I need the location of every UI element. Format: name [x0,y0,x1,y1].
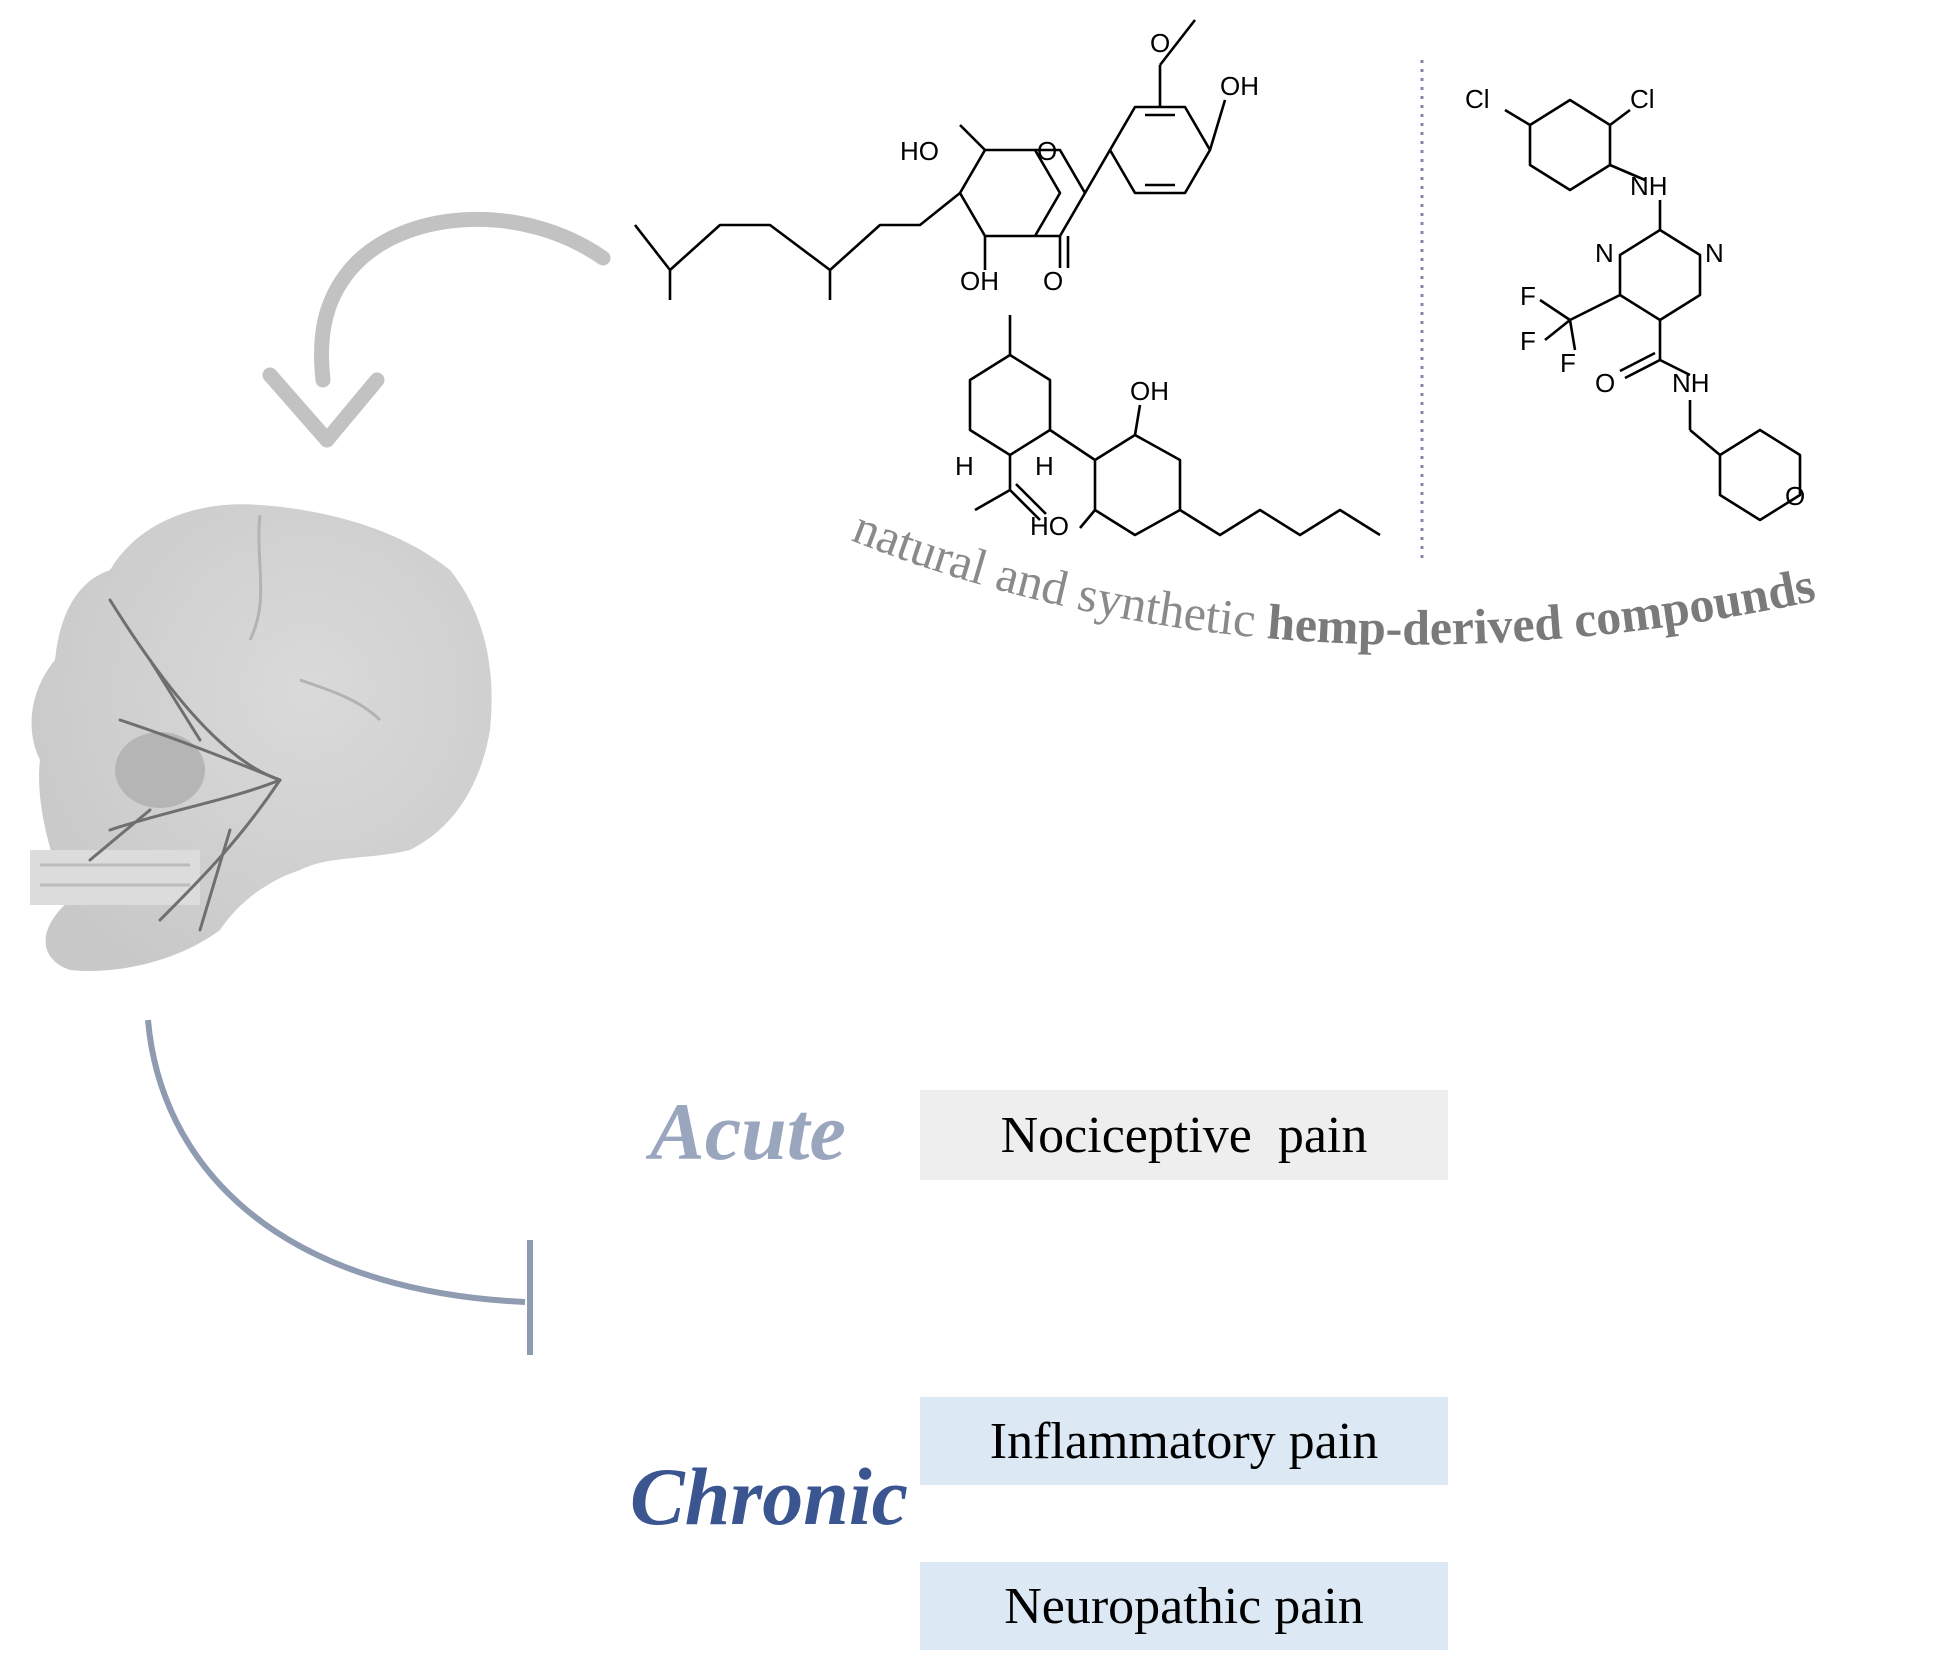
acute-label: Acute [650,1086,846,1177]
atom-label: HO [1030,511,1069,541]
flavone-structure [633,19,1227,300]
atom-label: NH [1630,171,1668,201]
curved-arrow [262,211,611,448]
atom-label: N [1705,238,1724,268]
skull-illustration [30,504,492,971]
chronic-label: Chronic [630,1451,908,1542]
nociceptive-pain-label: Nociceptive pain [1000,1106,1368,1164]
nociceptive-pain-box: Nociceptive pain [920,1090,1448,1180]
atom-label: F [1520,326,1536,356]
atom-label: Cl [1630,84,1655,114]
neuropathic-pain-label: Neuropathic pain [1004,1577,1364,1635]
atom-label: O [1037,136,1057,166]
synthetic-structure [1504,98,1802,522]
atom-label: H [955,451,974,481]
atom-label: Cl [1465,84,1490,114]
atom-label: HO [900,136,939,166]
atom-label: N [1595,238,1614,268]
atom-label: NH [1672,368,1710,398]
caption-bold: hemp-derived compounds [1265,556,1819,655]
synthetic-atom-labels: Cl Cl NH N N F F F O NH O [1465,84,1805,511]
flavone-atom-labels: HO O O OH OH O [900,28,1259,296]
atom-label: OH [1220,71,1259,101]
atom-label: O [1150,28,1170,58]
inflammatory-pain-box: Inflammatory pain [920,1397,1448,1485]
atom-label: F [1520,281,1536,311]
cbd-atom-labels: OH HO H H [955,376,1169,541]
atom-label: OH [1130,376,1169,406]
atom-label: OH [960,266,999,296]
neuropathic-pain-box: Neuropathic pain [920,1562,1448,1650]
atom-label: H [1035,451,1054,481]
inflammatory-pain-label: Inflammatory pain [989,1412,1379,1470]
atom-label: F [1560,348,1576,378]
atom-label: O [1595,368,1615,398]
cbd-structure [968,315,1381,537]
compounds-caption: natural and synthetic hemp-derived compo… [846,498,1819,656]
inhibition-connector [145,1019,533,1355]
atom-label: O [1043,266,1063,296]
atom-label: O [1785,481,1805,511]
